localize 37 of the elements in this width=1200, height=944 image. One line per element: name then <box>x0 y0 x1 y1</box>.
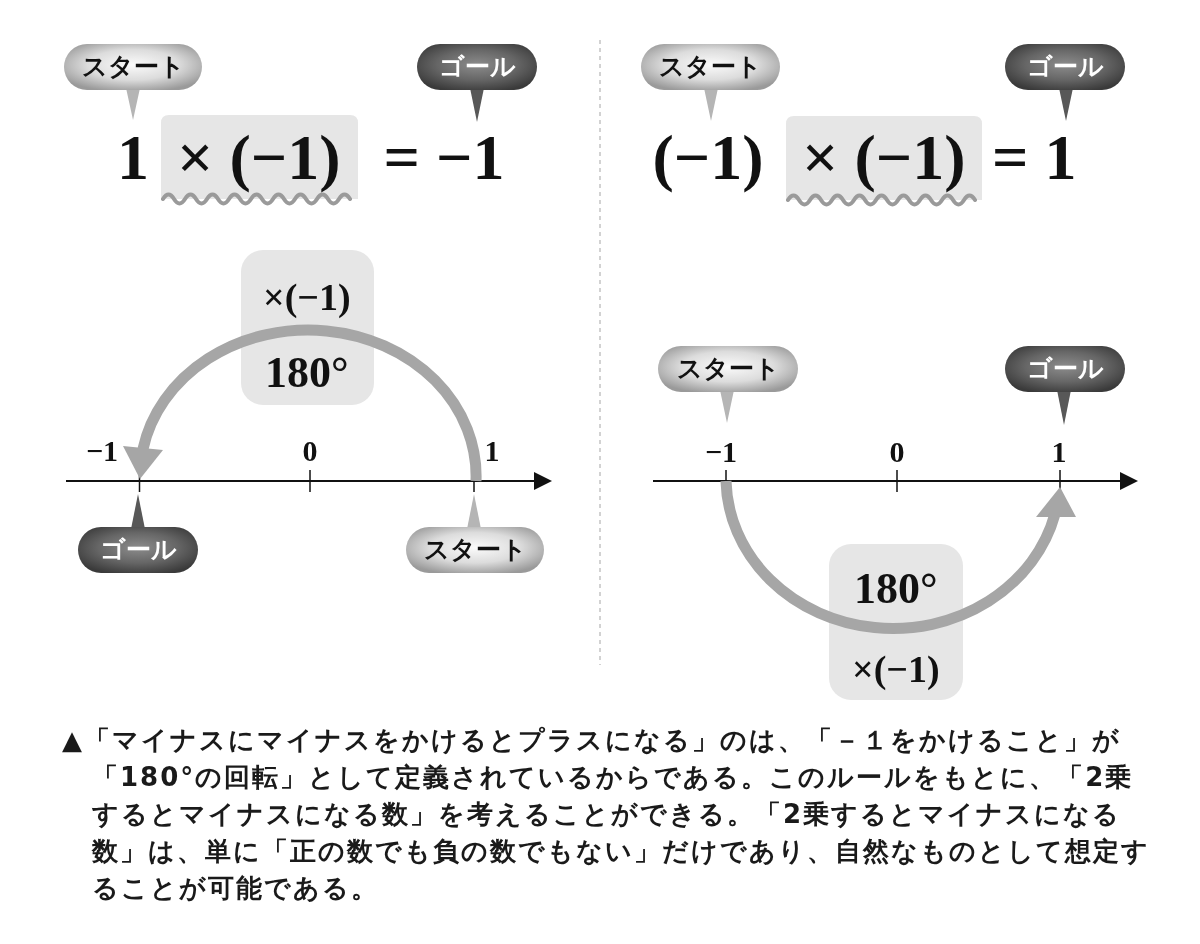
math-term: × (−1) <box>802 123 966 194</box>
tick-label: 1 <box>1051 434 1067 468</box>
tick-label: −1 <box>86 433 119 467</box>
callout-text: ゴール <box>99 536 177 564</box>
angle-text: 180° <box>265 349 349 398</box>
highlight-box <box>786 116 982 208</box>
callout-bubble <box>1005 346 1125 425</box>
multiplier-text: ×(−1) <box>263 277 351 319</box>
angle-text: 180° <box>854 565 938 614</box>
callout-bubble <box>417 44 537 122</box>
callout-bubble <box>78 494 198 573</box>
callout-bubble <box>406 494 544 573</box>
tick-label: 0 <box>302 433 318 467</box>
callout-text: スタート <box>423 536 527 564</box>
caption-text: ▲「マイナスにマイナスをかけるとプラスになる」のは、「－１をかけること」が「180°の回転」として定義されているからである。このルールをもとに、「2乗するとマイナスになる数」を考えることができる。「2乗するとマイナスになる数」は、単に「正の数でも負の数でもない」だけであり、自然なものとして想定することが可能である。 <box>62 724 1150 905</box>
callout-text: ゴール <box>438 53 516 81</box>
highlight-box <box>161 115 358 207</box>
callout-text: スタート <box>676 355 780 383</box>
equation-text: (−1) <box>652 123 764 194</box>
multiplier-text: ×(−1) <box>852 649 940 691</box>
equation-text: = −1 <box>383 123 505 194</box>
callout-text: スタート <box>81 53 185 81</box>
callout-bubble <box>64 44 202 120</box>
callout-bubble <box>658 346 798 423</box>
tick-label: 0 <box>889 434 905 468</box>
callout-text: ゴール <box>1026 355 1104 383</box>
math-term: × (−1) <box>177 123 341 194</box>
callout-bubble <box>641 44 780 121</box>
equation-text: 1 <box>117 123 149 194</box>
label-box <box>829 544 963 700</box>
callout-text: ゴール <box>1026 53 1104 81</box>
callout-bubble <box>1005 44 1125 121</box>
callout-text: スタート <box>659 53 762 81</box>
tick-label: −1 <box>705 434 738 468</box>
label-box <box>241 250 374 405</box>
equation-text: = 1 <box>992 123 1077 194</box>
tick-label: 1 <box>484 433 500 467</box>
